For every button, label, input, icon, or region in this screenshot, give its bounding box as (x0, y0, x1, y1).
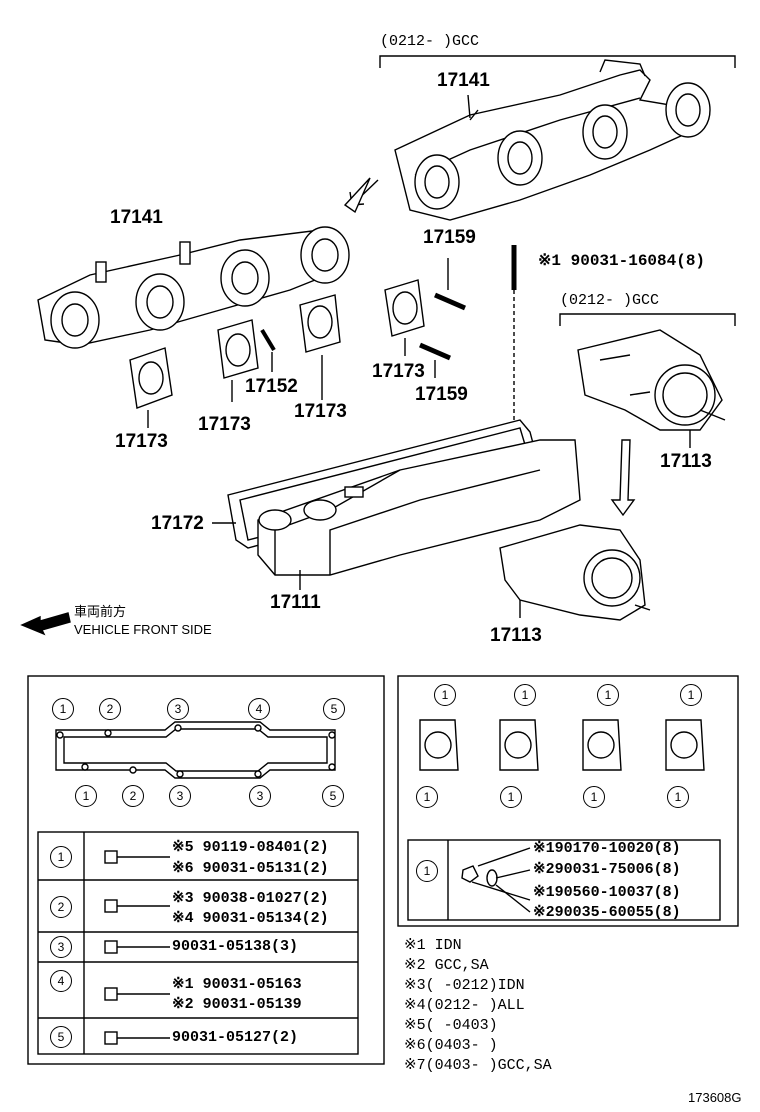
throttle-body-lower (499, 524, 651, 621)
note: ※6(0403- ) (404, 1037, 498, 1054)
part-17113-upper: 17113 (660, 451, 712, 472)
part-number: 90031-05138(3) (172, 938, 299, 955)
row-key: 1 (416, 860, 438, 882)
part-17173-left: 17173 (115, 431, 168, 452)
position-number: 1 (514, 684, 536, 706)
row-key: 1 (50, 846, 72, 868)
intake-manifold (257, 439, 581, 576)
figure-id: 173608G (688, 1090, 742, 1105)
part-17141-upper: 17141 (437, 70, 490, 91)
gcc-bracket-label-mid: (0212- )GCC (560, 292, 660, 309)
flange-gaskets (419, 719, 705, 771)
part-number: ※290035-60055(8) (533, 904, 681, 921)
nut-icons (461, 847, 531, 913)
position-number: 2 (122, 785, 144, 807)
front-label-en: VEHICLE FRONT SIDE (74, 622, 212, 637)
exhaust-manifold (37, 226, 350, 349)
leader-lines (212, 94, 471, 590)
front-label-jp: 車両前方 (74, 604, 127, 619)
part-number: ※3 90038-01027(2) (172, 890, 329, 907)
part-number: ※1 90031-05163 (172, 976, 302, 993)
part-number: ※5 90119-08401(2) (172, 839, 329, 856)
note: ※4(0212- )ALL (404, 997, 525, 1014)
row-key: 2 (50, 896, 72, 918)
position-number: 1 (583, 786, 605, 808)
part-17141-left: 17141 (110, 207, 163, 228)
part-number: 90031-05127(2) (172, 1029, 299, 1046)
part-number: ※4 90031-05134(2) (172, 910, 329, 927)
part-number: ※190560-10037(8) (533, 884, 681, 901)
part-17173-center: 17173 (198, 414, 251, 435)
right-panel-frame (397, 675, 739, 927)
note: ※1 IDN (404, 937, 462, 954)
gasket-outline (55, 721, 336, 779)
position-number: 5 (323, 698, 345, 720)
position-number: 3 (249, 785, 271, 807)
part-17173-mid: 17173 (294, 401, 347, 422)
part-17173-right: 17173 (372, 361, 425, 382)
part-17113-lower: 17113 (490, 625, 542, 646)
position-number: 1 (667, 786, 689, 808)
position-number: 1 (680, 684, 702, 706)
part-17172: 17172 (151, 513, 204, 534)
part-number: ※2 90031-05139 (172, 996, 302, 1013)
gcc-bracket-label-top: (0212- )GCC (380, 33, 480, 50)
position-number: 3 (167, 698, 189, 720)
part-17159-lower: 17159 (415, 384, 468, 405)
position-number: 4 (248, 698, 270, 720)
note: ※3( -0212)IDN (404, 977, 525, 994)
right-table-frame (407, 839, 721, 921)
gcc-bracket-mid (559, 313, 736, 326)
row-key: 3 (50, 936, 72, 958)
position-number: 1 (434, 684, 456, 706)
note: ※5( -0403) (404, 1017, 498, 1034)
left-panel-frame (27, 675, 385, 1065)
position-number: 1 (52, 698, 74, 720)
position-number: 5 (322, 785, 344, 807)
position-number: 2 (99, 698, 121, 720)
vehicle-front-arrow (20, 612, 71, 636)
note: ※7(0403- )GCC,SA (404, 1057, 552, 1074)
position-number: 1 (416, 786, 438, 808)
note: ※2 GCC,SA (404, 957, 489, 974)
part-number: ※290031-75006(8) (533, 861, 681, 878)
arrow-2 (610, 439, 636, 517)
part-17111: 17111 (270, 592, 321, 613)
position-number: 3 (169, 785, 191, 807)
bolt-icons (104, 850, 170, 1045)
position-number: 1 (500, 786, 522, 808)
exhaust-manifold-gcc (394, 59, 711, 221)
part-number: ※6 90031-05131(2) (172, 860, 329, 877)
throttle-body-upper (577, 329, 726, 448)
row-key: 5 (50, 1026, 72, 1048)
part-17152: 17152 (245, 376, 298, 397)
left-table-frame (37, 831, 359, 1055)
gcc-bracket-top (379, 55, 736, 68)
position-number: 1 (75, 785, 97, 807)
row-key: 4 (50, 970, 72, 992)
part-number: ※190170-10020(8) (533, 840, 681, 857)
stud-note: ※1 90031-16084(8) (538, 252, 706, 270)
position-number: 1 (597, 684, 619, 706)
part-17159-upper: 17159 (423, 227, 476, 248)
manifold-gaskets (129, 279, 425, 428)
